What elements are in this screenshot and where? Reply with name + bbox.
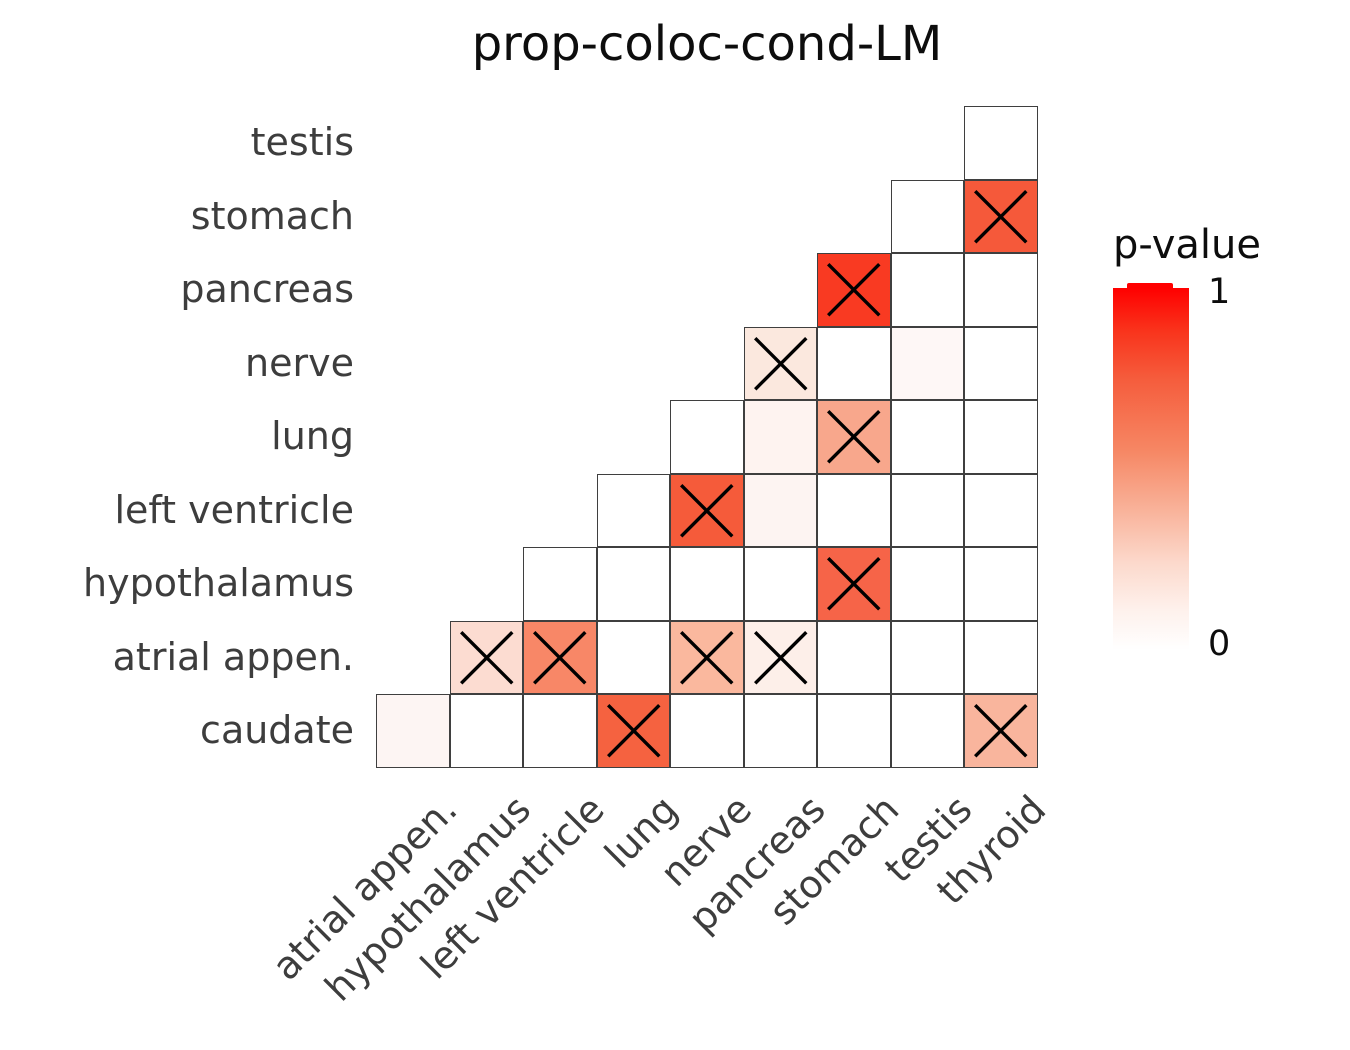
cross-mark-icon <box>680 630 734 684</box>
matrix-cell-atrial-appen--lung <box>596 620 670 694</box>
cross-mark-icon <box>533 630 587 684</box>
matrix-cell-hypothalamus--lung <box>596 547 670 621</box>
matrix-cell-hypothalamus--left-ventricle <box>523 547 597 621</box>
matrix-cell-lung--stomach <box>817 400 891 474</box>
matrix-cell-lung--pancreas <box>743 400 817 474</box>
legend-title: p-value <box>1113 222 1262 268</box>
matrix-cell-hypothalamus--thyroid <box>964 547 1038 621</box>
colorbar-max-label: 1 <box>1208 272 1231 312</box>
cross-mark-icon <box>827 263 881 317</box>
cross-mark-icon <box>753 630 807 684</box>
y-axis-label-atrial-appen: atrial appen. <box>112 634 354 679</box>
matrix-cell-hypothalamus--stomach <box>817 547 891 621</box>
matrix-cell-left-ventricle--testis <box>890 473 964 547</box>
y-axis-label-testis: testis <box>250 120 354 164</box>
cross-mark-icon <box>753 336 807 390</box>
matrix-cell-caudate--hypothalamus <box>449 694 523 768</box>
matrix-cell-pancreas--stomach <box>817 253 891 327</box>
matrix-cell-caudate--lung <box>596 694 670 768</box>
matrix-cell-caudate--atrial-appen <box>376 694 450 768</box>
matrix-cell-atrial-appen--thyroid <box>964 620 1038 694</box>
matrix-cell-pancreas--thyroid <box>964 253 1038 327</box>
matrix-cell-left-ventricle--nerve <box>670 473 744 547</box>
cross-mark-icon <box>459 630 513 684</box>
matrix-cell-stomach--thyroid <box>964 179 1038 253</box>
colorbar-top-tick <box>1127 283 1173 290</box>
matrix-cell-atrial-appen--left-ventricle <box>523 620 597 694</box>
matrix-cell-atrial-appen--hypothalamus <box>449 620 523 694</box>
chart-title: prop-coloc-cond-LM <box>471 16 943 72</box>
cross-mark-icon <box>974 189 1028 243</box>
matrix-cell-atrial-appen--nerve <box>670 620 744 694</box>
matrix-cell-left-ventricle--pancreas <box>743 473 817 547</box>
cross-mark-icon <box>827 557 881 611</box>
matrix-cell-pancreas--testis <box>890 253 964 327</box>
matrix-cell-nerve--thyroid <box>964 326 1038 400</box>
matrix-cell-left-ventricle--stomach <box>817 473 891 547</box>
matrix-cell-caudate--nerve <box>670 694 744 768</box>
matrix-cell-left-ventricle--lung <box>596 473 670 547</box>
matrix-cell-stomach--testis <box>890 179 964 253</box>
matrix-cell-nerve--pancreas <box>743 326 817 400</box>
cross-mark-icon <box>974 704 1028 758</box>
y-axis-label-lung: lung <box>271 414 354 458</box>
matrix-cell-lung--testis <box>890 400 964 474</box>
matrix-cell-testis--thyroid <box>964 106 1038 180</box>
matrix-cell-left-ventricle--thyroid <box>964 473 1038 547</box>
matrix-cell-caudate--stomach <box>817 694 891 768</box>
y-axis-label-nerve: nerve <box>245 340 354 385</box>
matrix-cell-caudate--pancreas <box>743 694 817 768</box>
matrix-cell-caudate--testis <box>890 694 964 768</box>
matrix-cell-atrial-appen--stomach <box>817 620 891 694</box>
matrix-cell-atrial-appen--testis <box>890 620 964 694</box>
colorbar-gradient <box>1113 288 1189 650</box>
colorbar-min-label: 0 <box>1208 624 1231 664</box>
cross-mark-icon <box>827 410 881 464</box>
cross-mark-icon <box>606 704 660 758</box>
matrix-cell-nerve--testis <box>890 326 964 400</box>
matrix-cell-caudate--left-ventricle <box>523 694 597 768</box>
y-axis-label-stomach: stomach <box>190 193 354 238</box>
y-axis-label-caudate: caudate <box>200 708 354 752</box>
matrix-cell-atrial-appen--pancreas <box>743 620 817 694</box>
matrix-cell-hypothalamus--pancreas <box>743 547 817 621</box>
matrix-cell-hypothalamus--testis <box>890 547 964 621</box>
matrix-cell-caudate--thyroid <box>964 694 1038 768</box>
matrix-cell-lung--thyroid <box>964 400 1038 474</box>
y-axis-label-pancreas: pancreas <box>180 267 354 311</box>
matrix-cell-hypothalamus--nerve <box>670 547 744 621</box>
matrix-cell-lung--nerve <box>670 400 744 474</box>
cross-mark-icon <box>680 483 734 537</box>
y-axis-label-hypothalamus: hypothalamus <box>83 561 354 605</box>
y-axis-label-left-ventricle: left ventricle <box>114 487 355 532</box>
matrix-cell-nerve--stomach <box>817 326 891 400</box>
